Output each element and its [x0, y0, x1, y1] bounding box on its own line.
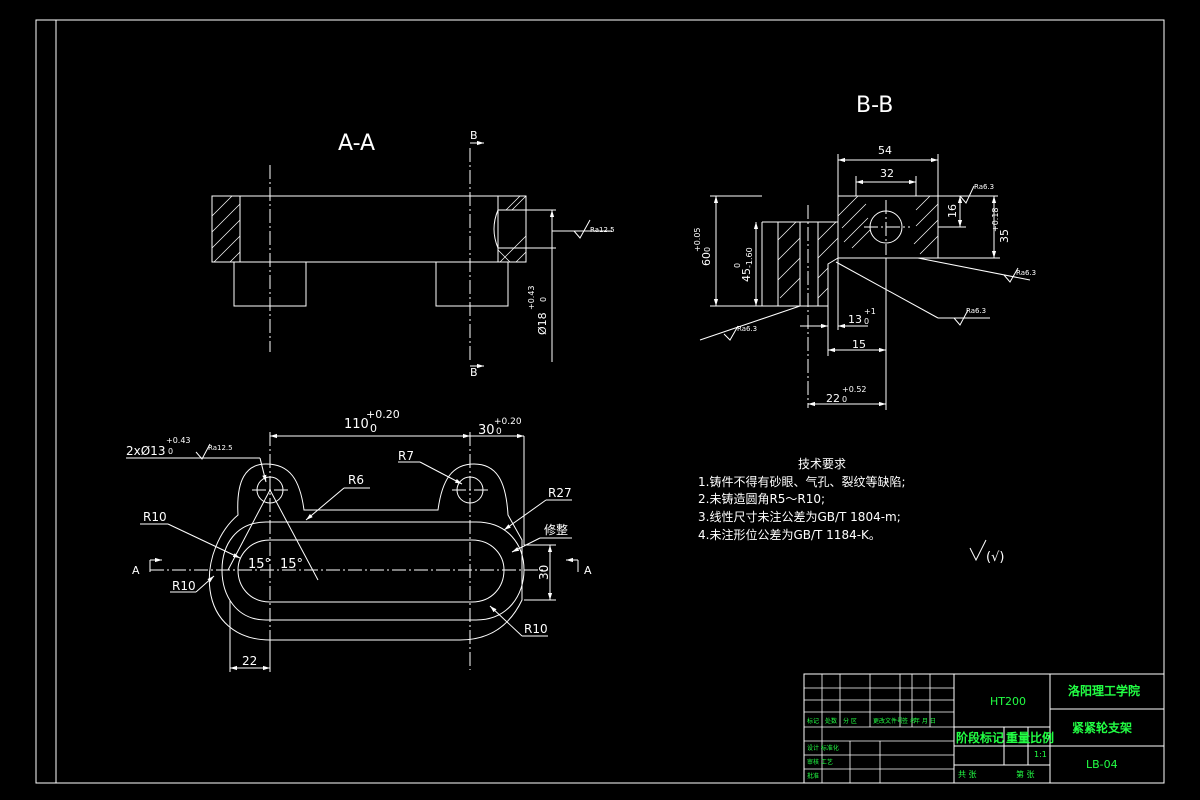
- requirement-item: 1.铸件不得有砂眼、气孔、裂纹等缺陷;: [698, 474, 906, 489]
- svg-text:R10: R10: [524, 622, 548, 636]
- svg-text:0: 0: [496, 427, 502, 437]
- aa-hatch-left: [211, 195, 241, 263]
- svg-text:分 区: 分 区: [843, 717, 857, 725]
- svg-text:更改文件号: 更改文件号: [873, 717, 903, 725]
- title-block-drawing-no: LB-04: [1086, 758, 1118, 771]
- svg-text:32: 32: [880, 167, 894, 180]
- aa-lug-right: [435, 261, 509, 307]
- svg-text:+1: +1: [864, 307, 876, 316]
- svg-text:B: B: [470, 366, 478, 379]
- svg-text:处数: 处数: [825, 717, 837, 725]
- svg-text:R10: R10: [172, 579, 196, 593]
- svg-text:R6: R6: [348, 473, 364, 487]
- view-plan: 15° 15° 110 +0.20 0 30 +0.20 0 2xØ13 +0.…: [126, 408, 592, 672]
- svg-text:30: 30: [478, 423, 495, 438]
- svg-text:45: 45: [740, 268, 753, 282]
- svg-text:批准: 批准: [807, 772, 819, 780]
- svg-text:0: 0: [864, 317, 869, 326]
- svg-text:54: 54: [878, 144, 892, 157]
- svg-text:0: 0: [733, 263, 742, 268]
- requirements-title: 技术要求: [798, 457, 846, 471]
- general-roughness-icon: [969, 539, 987, 562]
- svg-text:签 名: 签 名: [902, 717, 916, 725]
- svg-text:审核 工艺: 审核 工艺: [807, 758, 833, 766]
- aa-body: [211, 195, 527, 263]
- svg-text:Ra6.3: Ra6.3: [737, 325, 757, 333]
- svg-text:0: 0: [539, 297, 548, 302]
- plan-outer-contour: [208, 463, 523, 641]
- svg-text:-1.60: -1.60: [745, 247, 754, 268]
- svg-text:35: 35: [998, 229, 1011, 243]
- svg-text:0: 0: [370, 422, 377, 435]
- title-block-school: 洛阳理工学院: [1068, 683, 1140, 698]
- aa-hatch-right: [497, 195, 527, 263]
- requirement-item: 3.线性尺寸未注公差为GB/T 1804-m;: [698, 509, 901, 524]
- svg-text:重量: 重量: [1006, 730, 1030, 745]
- svg-text:+0.43: +0.43: [166, 436, 191, 445]
- svg-text:+0.20: +0.20: [494, 417, 522, 427]
- svg-text:0: 0: [168, 447, 173, 456]
- title-block-material: HT200: [990, 695, 1026, 708]
- svg-text:110: 110: [344, 417, 369, 432]
- view-bb-title: B-B: [856, 93, 893, 118]
- inner-border: [55, 19, 1165, 784]
- svg-text:Ra6.3: Ra6.3: [966, 307, 986, 315]
- svg-text:A: A: [584, 564, 592, 577]
- svg-text:(√): (√): [986, 550, 1004, 565]
- svg-text:22: 22: [242, 654, 257, 668]
- svg-text:标记: 标记: [807, 717, 819, 725]
- svg-text:Ra6.3: Ra6.3: [974, 183, 994, 191]
- outer-border: [35, 19, 1165, 784]
- svg-text:B: B: [470, 129, 478, 142]
- svg-text:0: 0: [842, 395, 847, 404]
- view-aa: A-A B B Ø18 +0.43: [211, 129, 615, 379]
- svg-text:设计 标准化: 设计 标准化: [807, 744, 839, 752]
- requirement-item: 4.未注形位公差为GB/T 1184-K。: [698, 527, 881, 542]
- svg-text:1:1: 1:1: [1034, 750, 1047, 759]
- svg-text:Ra6.3: Ra6.3: [1016, 269, 1036, 277]
- svg-text:0: 0: [703, 247, 712, 252]
- svg-text:2xØ13: 2xØ13: [126, 444, 165, 458]
- svg-text:A: A: [132, 564, 140, 577]
- svg-text:+0.18: +0.18: [991, 207, 1000, 232]
- svg-text:30: 30: [537, 565, 551, 580]
- svg-text:+0.52: +0.52: [842, 385, 867, 394]
- svg-text:共 张: 共 张: [958, 770, 977, 779]
- svg-text:R10: R10: [143, 510, 167, 524]
- svg-text:60: 60: [700, 252, 713, 266]
- svg-text:年 月 日: 年 月 日: [914, 717, 936, 725]
- svg-text:R7: R7: [398, 449, 414, 463]
- svg-text:+0.05: +0.05: [693, 227, 702, 252]
- view-bb: B-B 54 32: [693, 93, 1036, 410]
- svg-text:第 张: 第 张: [1016, 769, 1035, 779]
- svg-text:R27: R27: [548, 486, 572, 500]
- svg-text:16: 16: [946, 204, 959, 218]
- title-block: HT200 洛阳理工学院 紧紧轮支架 LB-04 阶段标记 重量 比例 1:1 …: [803, 673, 1165, 784]
- svg-text:15°: 15°: [248, 557, 271, 572]
- svg-text:+0.43: +0.43: [527, 285, 536, 310]
- svg-text:13: 13: [848, 313, 862, 326]
- title-block-part-name: 紧紧轮支架: [1072, 720, 1132, 735]
- svg-text:15°: 15°: [280, 557, 303, 572]
- svg-text:比例: 比例: [1030, 730, 1054, 745]
- svg-text:Ra12.5: Ra12.5: [208, 444, 233, 452]
- technical-requirements: 技术要求 1.铸件不得有砂眼、气孔、裂纹等缺陷; 2.未铸造圆角R5～R10; …: [698, 457, 1004, 565]
- svg-text:Ø18: Ø18: [536, 312, 549, 335]
- svg-text:Ra12.5: Ra12.5: [590, 226, 615, 234]
- view-aa-title: A-A: [338, 131, 375, 156]
- requirement-item: 2.未铸造圆角R5～R10;: [698, 491, 825, 506]
- svg-text:+0.20: +0.20: [366, 408, 400, 421]
- svg-text:22: 22: [826, 392, 840, 405]
- svg-text:15: 15: [852, 338, 866, 351]
- svg-text:阶段标记: 阶段标记: [956, 730, 1004, 745]
- svg-text:修整: 修整: [544, 522, 568, 537]
